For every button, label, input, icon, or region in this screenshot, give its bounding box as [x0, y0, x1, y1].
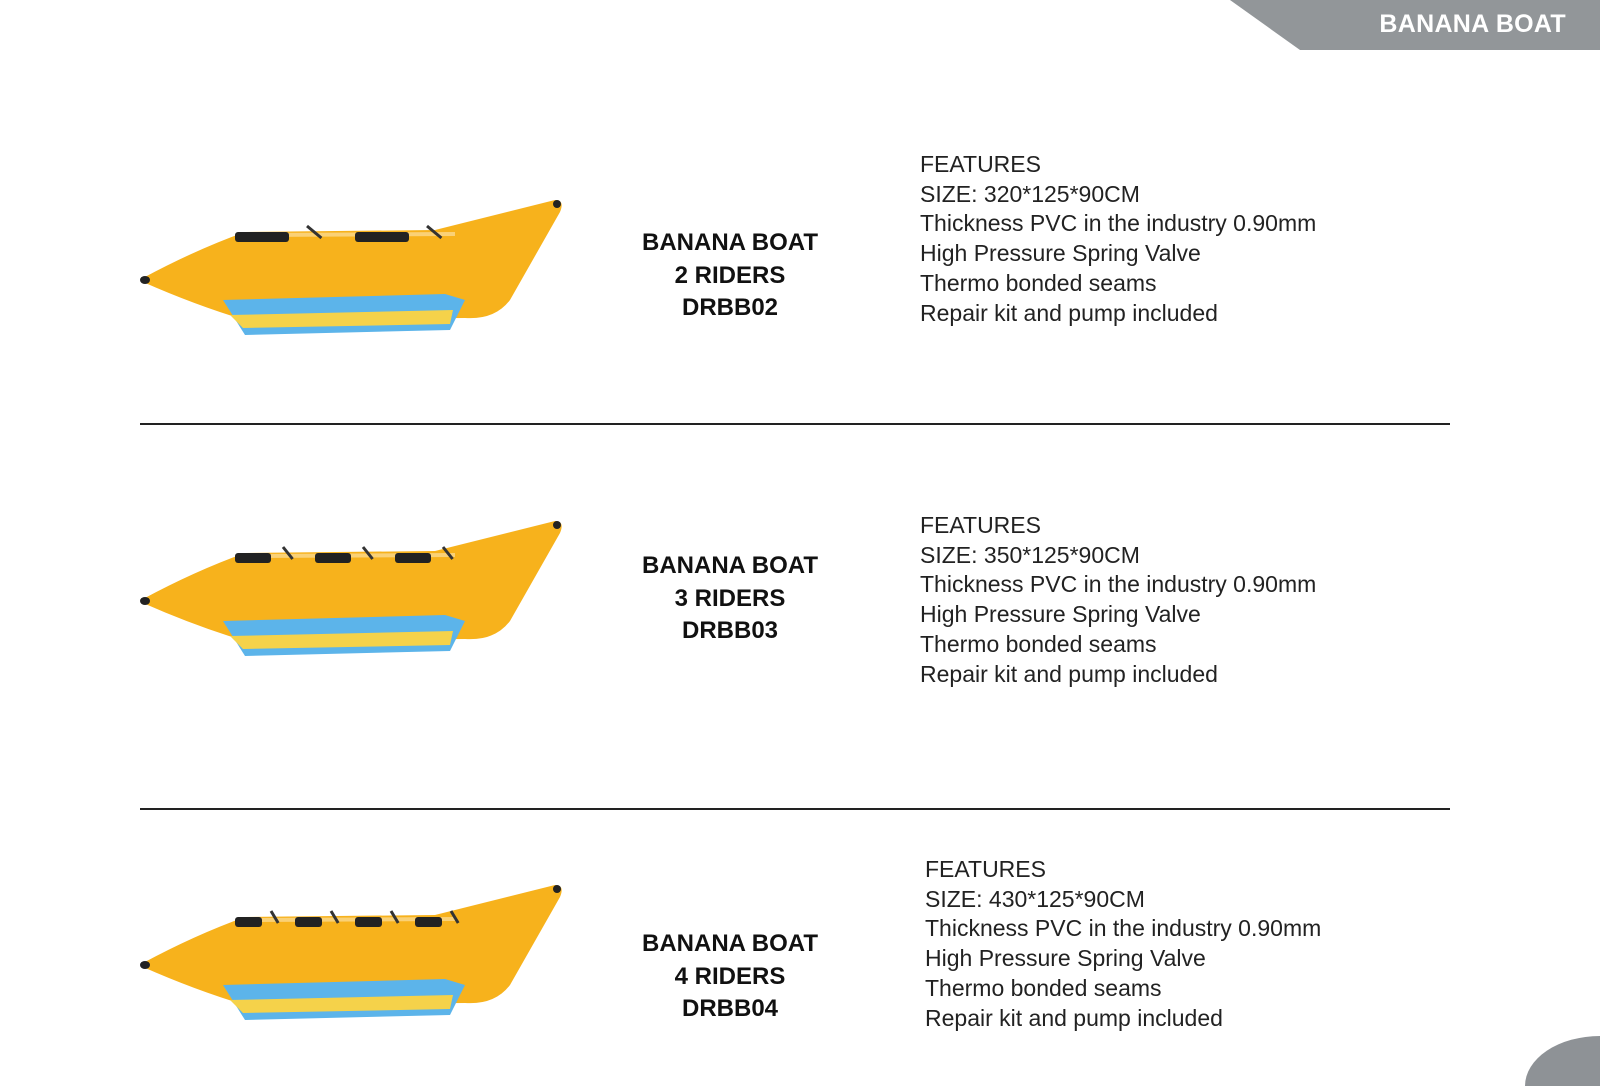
product-code: DRBB04 — [681, 995, 779, 1022]
feature-item: High Pressure Spring Valve — [925, 945, 1206, 972]
feature-item: FEATURES — [925, 856, 1046, 882]
product-section: BANANA BOAT 3 RIDERS DRBB03 FEATURES SIZ… — [0, 511, 1600, 711]
handle — [281, 546, 294, 560]
tail-tip — [553, 521, 561, 529]
product-name: BANANA BOAT — [642, 930, 818, 957]
feature-item: SIZE: 320*125*90CM — [920, 180, 1140, 207]
handle — [306, 224, 323, 240]
divider — [140, 808, 1450, 810]
nose-tip — [140, 276, 150, 284]
product-riders: 3 RIDERS — [674, 584, 786, 612]
feature-item: SIZE: 430*125*90CM — [925, 885, 1145, 912]
feature-item: Repair kit and pump included — [920, 299, 1218, 326]
tail-tip — [553, 885, 561, 893]
product-section: BANANA BOAT 4 RIDERS DRBB04 FEATURES SIZ… — [0, 855, 1600, 1055]
seat-pad — [235, 232, 289, 242]
seat-pad — [315, 553, 351, 563]
product-code: DRBB02 — [681, 294, 779, 321]
tail-tip — [553, 200, 561, 208]
product-riders: 4 RIDERS — [674, 962, 786, 990]
product-section: BANANA BOAT 2 RIDERS DRBB02 FEATURES SIZ… — [0, 150, 1600, 350]
feature-item: Repair kit and pump included — [925, 1004, 1223, 1031]
feature-item: Thickness PVC in the industry 0.90mm — [920, 571, 1317, 598]
divider — [140, 423, 1450, 425]
feature-item: SIZE: 350*125*90CM — [920, 541, 1140, 568]
product-title: BANANA BOAT 2 RIDERS DRBB02 — [620, 227, 840, 325]
seat-pad — [295, 917, 322, 927]
banana-boat-image — [140, 885, 562, 1020]
boat-tube — [143, 521, 562, 641]
feature-item: Thermo bonded seams — [925, 974, 1162, 1001]
product-name: BANANA BOAT — [642, 552, 818, 579]
product-title: BANANA BOAT 4 RIDERS DRBB04 — [620, 928, 840, 1026]
feature-item: FEATURES — [920, 512, 1041, 538]
product-title: BANANA BOAT 3 RIDERS DRBB03 — [620, 550, 840, 648]
handle — [389, 910, 400, 924]
feature-item: FEATURES — [920, 151, 1041, 177]
feature-item: Thermo bonded seams — [920, 630, 1157, 657]
side-tube-stripe — [230, 310, 453, 328]
nose-tip — [140, 961, 150, 969]
product-name: BANANA BOAT — [642, 229, 818, 256]
feature-item: Thickness PVC in the industry 0.90mm — [925, 915, 1322, 942]
seat-pad — [235, 917, 262, 927]
handle — [329, 910, 340, 924]
boat-tube — [143, 200, 562, 320]
feature-item: Repair kit and pump included — [920, 660, 1218, 687]
seat-pad — [355, 232, 409, 242]
header-banner: BANANA BOAT — [1230, 0, 1600, 50]
feature-item: Thickness PVC in the industry 0.90mm — [920, 210, 1317, 237]
seat-pad — [355, 917, 382, 927]
boat-tube — [143, 885, 562, 1005]
product-riders: 2 RIDERS — [674, 261, 786, 289]
handle — [361, 546, 374, 560]
handle — [441, 546, 454, 560]
seat-pad — [235, 553, 271, 563]
feature-item: Thermo bonded seams — [920, 269, 1157, 296]
product-code: DRBB03 — [681, 617, 779, 644]
seat-pad — [415, 917, 442, 927]
feature-item: High Pressure Spring Valve — [920, 601, 1201, 628]
nose-tip — [140, 597, 150, 605]
features-list: FEATURES SIZE: 320*125*90CM Thickness PV… — [920, 150, 1316, 328]
handle — [426, 224, 443, 240]
handle — [449, 910, 460, 924]
feature-item: High Pressure Spring Valve — [920, 240, 1201, 267]
side-tube-stripe — [230, 995, 453, 1013]
side-tube-stripe — [230, 631, 453, 649]
header-title: BANANA BOAT — [1379, 10, 1566, 38]
seat-pad — [395, 553, 431, 563]
banana-boat-image — [140, 200, 562, 335]
banana-boat-image — [140, 521, 562, 656]
features-list: FEATURES SIZE: 350*125*90CM Thickness PV… — [920, 511, 1316, 689]
features-list: FEATURES SIZE: 430*125*90CM Thickness PV… — [925, 855, 1321, 1033]
handle — [269, 910, 280, 924]
